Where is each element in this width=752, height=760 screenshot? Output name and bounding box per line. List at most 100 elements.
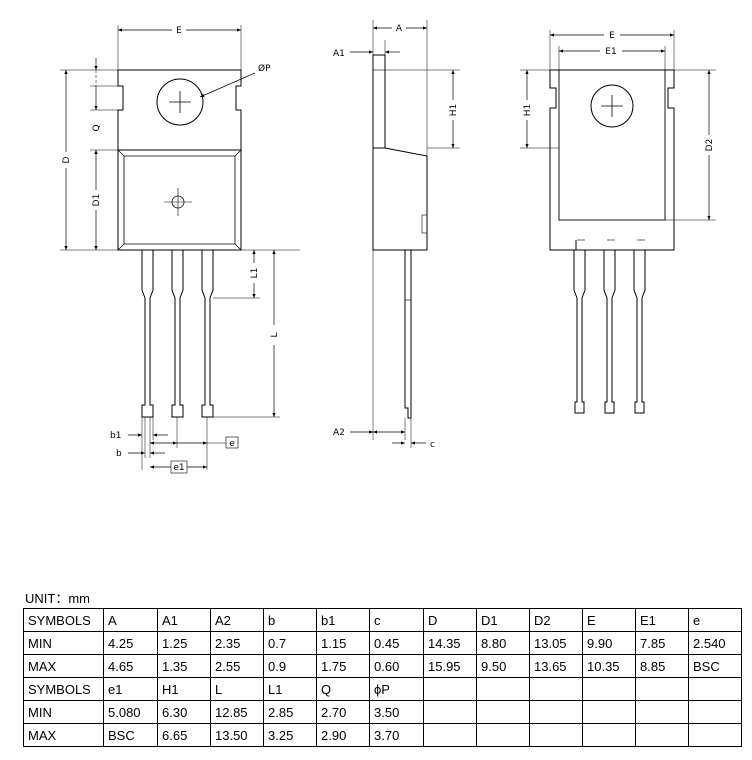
dim-label-E-back: E bbox=[609, 31, 615, 41]
table-cell: 2.90 bbox=[316, 723, 370, 747]
dim-label-D: D bbox=[62, 156, 72, 163]
table-cell: 6.65 bbox=[157, 723, 211, 747]
table-cell: L bbox=[210, 677, 264, 701]
table-cell: E bbox=[582, 608, 636, 632]
table-cell bbox=[635, 677, 689, 701]
dim-label-A2: A2 bbox=[333, 428, 345, 438]
table-cell: D1 bbox=[476, 608, 530, 632]
table-cell: 1.75 bbox=[316, 654, 370, 678]
dim-label-Q: Q bbox=[92, 124, 102, 131]
table-cell bbox=[423, 677, 477, 701]
table-cell bbox=[476, 723, 530, 747]
table-cell: 9.90 bbox=[582, 631, 636, 655]
table-cell bbox=[688, 723, 742, 747]
side-view bbox=[350, 20, 460, 448]
dim-label-c: c bbox=[430, 440, 435, 450]
table-cell: 2.540 bbox=[688, 631, 742, 655]
table-cell bbox=[688, 700, 742, 724]
dim-label-b: b bbox=[116, 449, 122, 459]
dim-label-D1: D1 bbox=[92, 194, 102, 207]
table-cell: Q bbox=[316, 677, 370, 701]
table-cell bbox=[635, 723, 689, 747]
table-cell: b1 bbox=[316, 608, 370, 632]
side-lead bbox=[404, 250, 412, 419]
table-cell: D2 bbox=[529, 608, 583, 632]
back-outline bbox=[549, 69, 675, 251]
table-cell: b bbox=[263, 608, 317, 632]
table-cell: ϕP bbox=[369, 677, 424, 701]
dim-label-b1: b1 bbox=[110, 431, 121, 441]
table-cell: e1 bbox=[103, 677, 158, 701]
table-cell bbox=[476, 700, 530, 724]
back-heatsink-pad bbox=[558, 69, 666, 221]
table-cell: H1 bbox=[157, 677, 211, 701]
table-cell bbox=[635, 700, 689, 724]
row-header-cell: MAX bbox=[23, 723, 104, 747]
table-cell: 1.25 bbox=[157, 631, 211, 655]
dim-label-A: A bbox=[396, 24, 403, 34]
table-cell: 8.80 bbox=[476, 631, 530, 655]
row-header-cell: SYMBOLS bbox=[23, 608, 104, 632]
table-cell: 0.60 bbox=[369, 654, 424, 678]
table-cell: 2.35 bbox=[210, 631, 264, 655]
table-cell: 8.85 bbox=[635, 654, 689, 678]
table-cell bbox=[529, 723, 583, 747]
table-cell: 0.7 bbox=[263, 631, 317, 655]
row-header-cell: MIN bbox=[23, 631, 104, 655]
table-cell: 13.05 bbox=[529, 631, 583, 655]
table-cell: 2.70 bbox=[316, 700, 370, 724]
table-cell: 10.35 bbox=[582, 654, 636, 678]
dim-label-L1: L1 bbox=[250, 268, 260, 279]
back-view-labels: E E1 H1 D2 bbox=[523, 31, 715, 151]
table-cell: A2 bbox=[210, 608, 264, 632]
dim-label-e: e bbox=[229, 439, 235, 449]
table-cell: 3.50 bbox=[369, 700, 424, 724]
table-cell: A1 bbox=[157, 608, 211, 632]
back-view bbox=[520, 30, 716, 414]
side-body-outline bbox=[372, 147, 428, 251]
front-lead-2 bbox=[171, 250, 184, 418]
table-cell: e bbox=[688, 608, 742, 632]
table-cell: 14.35 bbox=[423, 631, 477, 655]
table-cell: E1 bbox=[635, 608, 689, 632]
dim-label-D2: D2 bbox=[705, 139, 715, 152]
table-cell: 3.25 bbox=[263, 723, 317, 747]
unit-label: UNIT：mm bbox=[25, 591, 90, 606]
table-cell bbox=[582, 723, 636, 747]
table-cell: 1.15 bbox=[316, 631, 370, 655]
dim-label-E1-back: E1 bbox=[605, 47, 616, 57]
back-lead-1 bbox=[573, 239, 586, 414]
table-cell bbox=[582, 700, 636, 724]
back-lead-3 bbox=[633, 239, 646, 414]
table-cell bbox=[582, 677, 636, 701]
table-cell: 2.55 bbox=[210, 654, 264, 678]
table-cell: L1 bbox=[263, 677, 317, 701]
table-cell: 9.50 bbox=[476, 654, 530, 678]
dim-label-E: E bbox=[176, 26, 182, 36]
table-cell bbox=[529, 700, 583, 724]
front-view-labels: E ØP D Q D1 L1 L b1 b e e1 bbox=[62, 26, 280, 473]
front-view bbox=[60, 25, 300, 474]
table-cell: BSC bbox=[103, 723, 158, 747]
table-cell: 5.080 bbox=[103, 700, 158, 724]
table-cell: 0.45 bbox=[369, 631, 424, 655]
side-view-labels: A A1 H1 A2 c bbox=[333, 24, 459, 450]
table-cell bbox=[476, 677, 530, 701]
front-tab-outline bbox=[117, 69, 242, 151]
side-tab-outline bbox=[372, 54, 386, 149]
dim-label-A1: A1 bbox=[333, 49, 345, 59]
dim-label-H1-side: H1 bbox=[449, 104, 459, 117]
table-cell: BSC bbox=[688, 654, 742, 678]
table-cell: 2.85 bbox=[263, 700, 317, 724]
table-cell bbox=[529, 677, 583, 701]
front-mounting-hole bbox=[156, 78, 204, 126]
dim-label-e1: e1 bbox=[173, 463, 184, 473]
table-cell: 1.35 bbox=[157, 654, 211, 678]
row-header-cell: MAX bbox=[23, 654, 104, 678]
back-lead-2 bbox=[603, 239, 616, 414]
dim-label-P: ØP bbox=[258, 63, 271, 74]
